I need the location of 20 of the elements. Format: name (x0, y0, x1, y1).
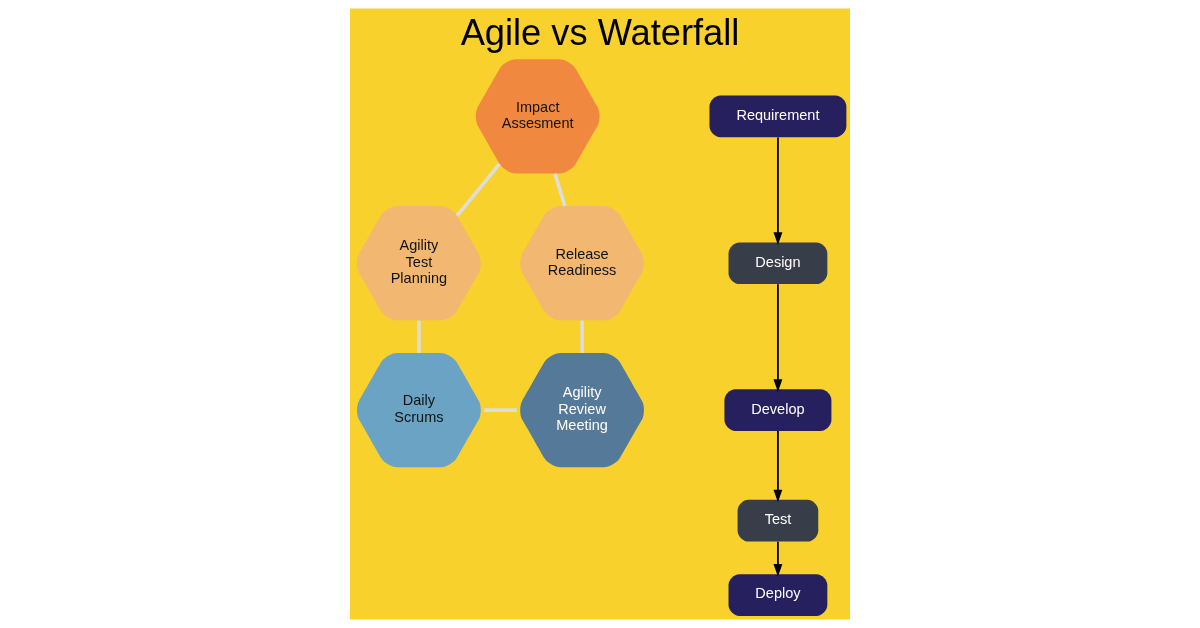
connector (417, 320, 421, 353)
node-circle: Impact Assesment (475, 59, 600, 174)
diagram-title: Agile vs Waterfall (460, 11, 740, 53)
arrow (773, 540, 783, 577)
connector (455, 162, 501, 217)
node-box: Requirement (709, 95, 847, 138)
arrow (773, 283, 783, 392)
node-box: Develop (724, 389, 832, 431)
connector (553, 173, 567, 207)
node-circle: Agility Review Meeting (520, 353, 644, 468)
node-circle: Release Readiness (520, 206, 644, 321)
arrow (773, 136, 783, 246)
node-box: Test (737, 499, 819, 542)
node-circle: Agility Test Planning (357, 206, 481, 321)
arrow (773, 430, 783, 503)
node-box: Design (728, 242, 828, 285)
connector (484, 408, 517, 412)
connector (580, 320, 584, 353)
node-circle: Daily Scrums (357, 353, 481, 468)
node-box: Deploy (728, 574, 828, 616)
